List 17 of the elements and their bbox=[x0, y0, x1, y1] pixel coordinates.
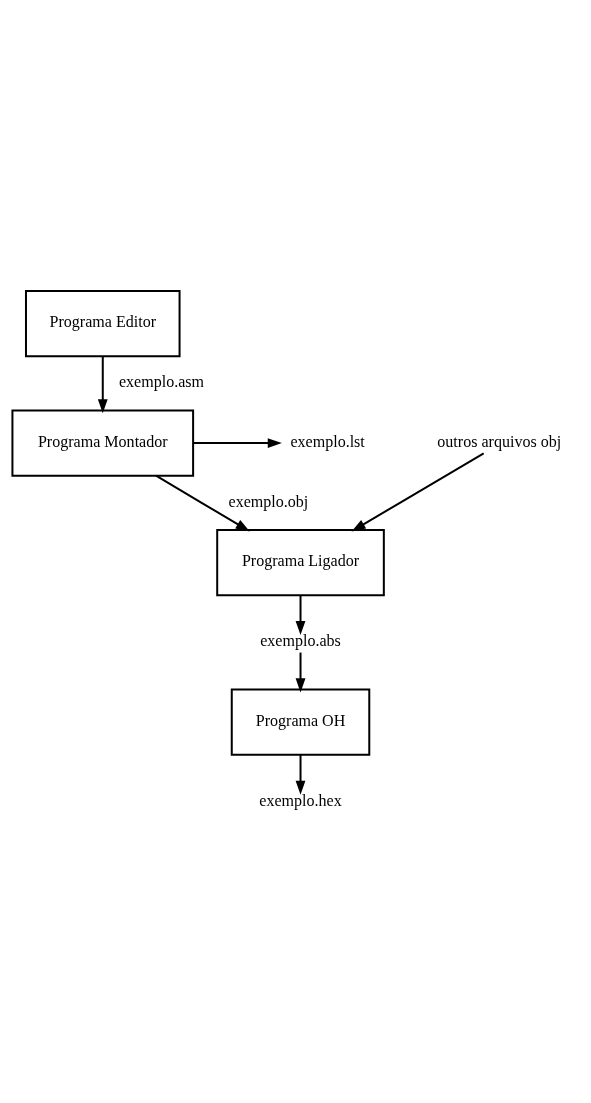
arrow bbox=[155, 474, 250, 532]
node-box: Programa Ligador bbox=[216, 528, 385, 597]
node-box: Programa Editor bbox=[24, 290, 181, 358]
edge-label: exemplo.asm bbox=[118, 373, 205, 391]
arrow bbox=[295, 754, 306, 795]
node-box: Programa OH bbox=[230, 688, 371, 756]
arrow bbox=[295, 595, 306, 636]
node-text: exemplo.hex bbox=[259, 791, 342, 809]
node-text: outros arquivos obj bbox=[437, 432, 562, 450]
node-text: exemplo.lst bbox=[290, 432, 365, 450]
arrow bbox=[97, 356, 108, 414]
arrow bbox=[295, 652, 306, 693]
edge-label: exemplo.obj bbox=[228, 492, 309, 510]
node-box: Programa Montador bbox=[11, 409, 195, 477]
arrow bbox=[193, 438, 282, 448]
arrow bbox=[351, 452, 485, 532]
node-text: exemplo.abs bbox=[260, 632, 341, 650]
